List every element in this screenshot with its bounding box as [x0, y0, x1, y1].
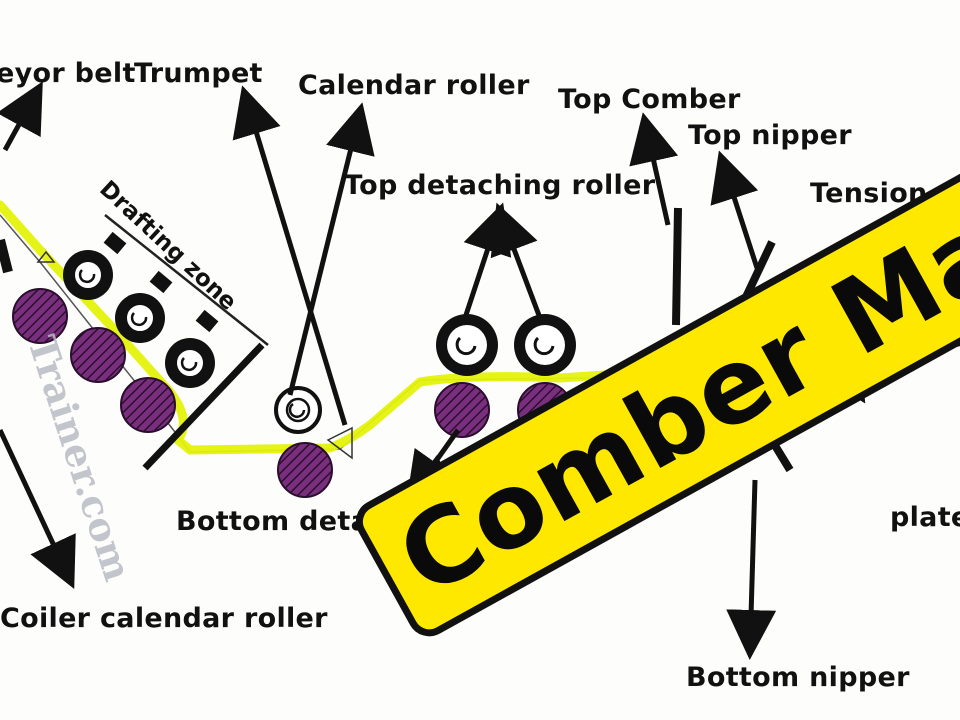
top-detaching-rollers [436, 314, 576, 376]
label-trumpet: Trumpet [134, 58, 263, 89]
label-top-comber: Top Comber [558, 84, 741, 115]
arrow-coiler-calendar-roller [0, 428, 76, 590]
drafting-top-brackets [103, 231, 219, 333]
arrow-trumpet [232, 85, 348, 426]
arrow-bottom-nipper [726, 479, 777, 660]
label-top-detaching-roller: Top detaching roller [344, 170, 656, 201]
arrow-top-detaching-right [490, 202, 543, 319]
arrow-top-nipper [710, 150, 760, 269]
trumpet-cone [326, 426, 353, 460]
label-bottom-nipper: Bottom nipper [686, 662, 910, 693]
arrow-top-comber [629, 112, 679, 226]
calendar-rollers [274, 386, 333, 498]
conveyor-belt-end [0, 238, 13, 274]
label-top-nipper: Top nipper [688, 120, 852, 151]
top-comber-blade [672, 207, 682, 326]
arrow-top-detaching-left [462, 202, 512, 319]
drafting-frame-top [104, 214, 269, 346]
label-coiler-calendar-roller: Coiler calendar roller [0, 603, 328, 634]
drafting-bottom-rollers [12, 288, 176, 433]
label-calendar-roller: Calendar roller [298, 70, 530, 101]
guide-mark [36, 250, 56, 263]
label-conveyor-belt: eyor belt [0, 58, 136, 89]
label-plate: plate [890, 502, 960, 533]
arrow-conveyor-belt [0, 81, 43, 152]
arrow-calendar-roller [287, 102, 375, 396]
drafting-top-rollers [63, 250, 215, 388]
drafting-frame-bottom [142, 342, 265, 471]
